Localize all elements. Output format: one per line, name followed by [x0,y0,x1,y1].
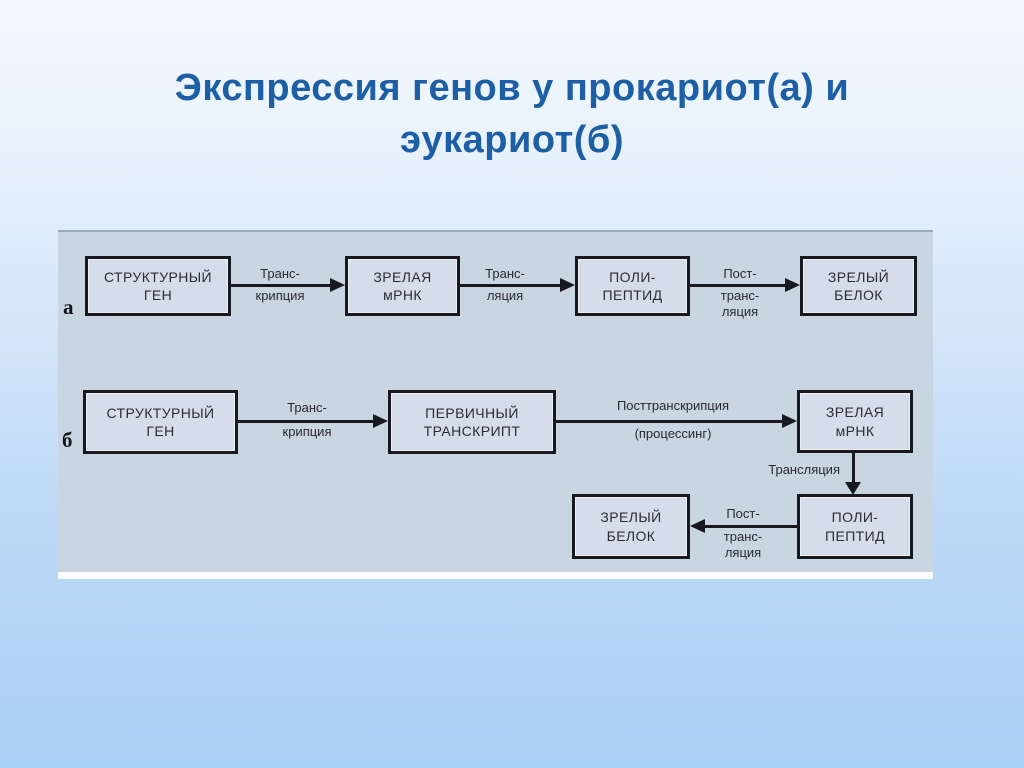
arrow-line-b-transcription [238,420,373,423]
arrow-label-a-posttranslation-above: Пост- [723,266,757,281]
arrow-label-a-transcription-below: крипция [255,288,305,303]
arrowhead-down-icon [845,482,861,495]
arrow-line-a-transcription [231,284,331,287]
row-b-label: б [62,428,73,452]
arrowhead-right-icon [782,414,797,428]
arrowhead-right-icon [330,278,345,292]
arrow-label-b-translation: Трансляция [768,462,840,477]
box-polypeptide-a: ПОЛИ- ПЕПТИД [575,256,690,316]
arrow-label-b-posttranscription-below: (процессинг) [634,426,712,441]
arrow-label-b-posttranslation-below: транс- ляция [723,529,763,561]
arrow-line-a-translation [460,284,560,287]
arrow-label-b-posttranscription-above: Посттранскрипция [616,398,730,413]
arrow-line-b-posttranslation [705,525,797,528]
arrowhead-right-icon [373,414,388,428]
box-structural-gene-a: СТРУКТУРНЫЙ ГЕН [85,256,231,316]
box-mature-protein-b: ЗРЕЛЫЙ БЕЛОК [572,494,690,559]
arrow-label-a-posttranslation-below: транс- ляция [720,288,760,320]
box-mature-mrna-b: ЗРЕЛАЯ мРНК [797,390,913,453]
arrowhead-left-icon [690,519,705,533]
diagram-panel: а СТРУКТУРНЫЙ ГЕН Транс- крипция ЗРЕЛАЯ … [58,230,933,579]
row-a-label: а [63,295,74,319]
arrow-line-b-translation [852,453,855,482]
arrow-label-a-translation-above: Транс- [485,266,525,281]
panel-bottom-strip [58,572,933,579]
box-mature-mrna-a: ЗРЕЛАЯ мРНК [345,256,460,316]
box-primary-transcript-b: ПЕРВИЧНЫЙ ТРАНСКРИПТ [388,390,556,454]
arrowhead-right-icon [560,278,575,292]
arrow-label-b-transcription-below: крипция [282,424,332,439]
arrow-line-b-posttranscription [556,420,784,423]
arrow-label-a-translation-below: ляция [486,288,524,303]
slide-title: Экспрессия генов у прокариот(а) и эукари… [174,67,850,162]
arrowhead-right-icon [785,278,800,292]
arrow-line-a-posttranslation [690,284,785,287]
box-structural-gene-b: СТРУКТУРНЫЙ ГЕН [83,390,238,454]
arrow-label-b-transcription-above: Транс- [287,400,327,415]
box-polypeptide-b: ПОЛИ- ПЕПТИД [797,494,913,559]
arrow-label-b-posttranslation-above: Пост- [726,506,760,521]
box-mature-protein-a: ЗРЕЛЫЙ БЕЛОК [800,256,917,316]
arrow-label-a-transcription-above: Транс- [260,266,300,281]
